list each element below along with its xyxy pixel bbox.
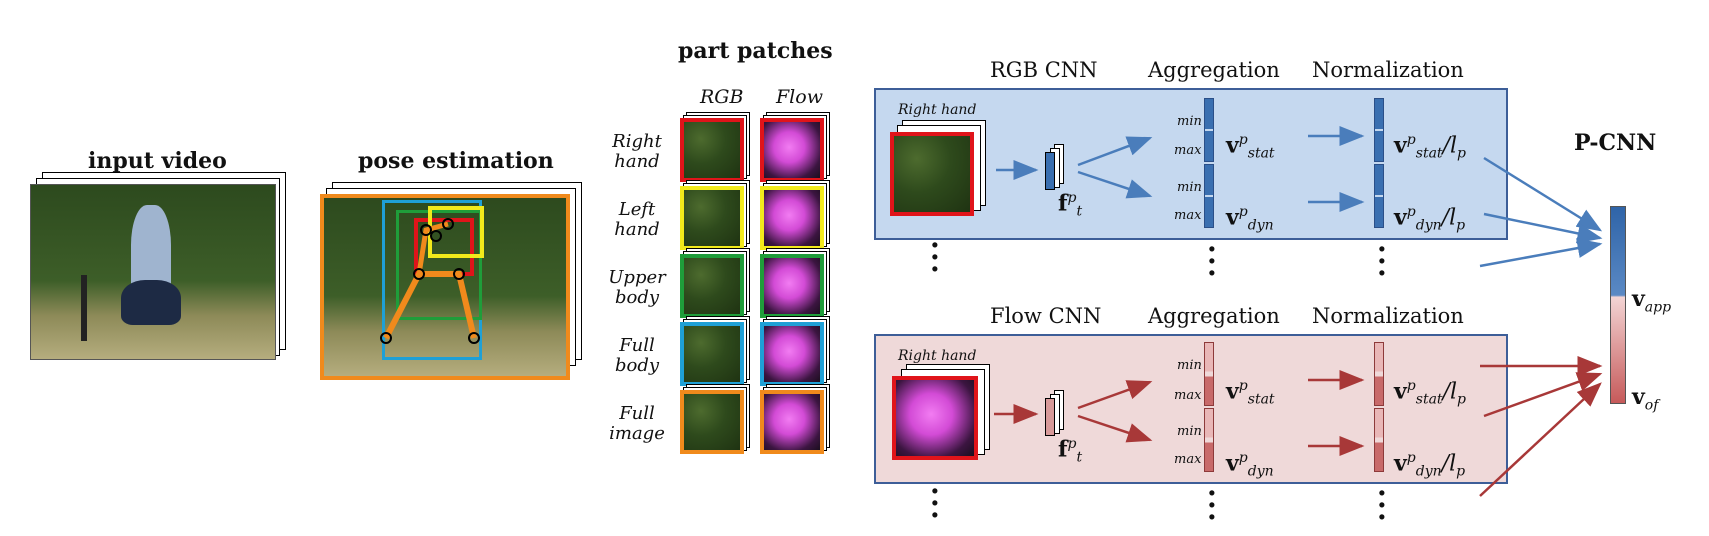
flow-aggregation-label: Aggregation [1148,304,1280,328]
col-rgb: RGB [700,86,744,108]
flow-v-stat: vpstat [1226,378,1275,408]
rgb-min-dyn: min [1177,180,1202,195]
arrow-rgb-dyn-out [1483,212,1603,244]
part-label-line2: body [614,287,660,308]
rgb-v-stat-norm: vpstat/lp [1394,132,1466,162]
pcnn-output-vector [1610,206,1626,404]
col-flow: Flow [776,86,823,108]
flow-normalization-label: Normalization [1312,304,1464,328]
part-label-line2: image [609,423,665,444]
part-patches-title: part patches [678,38,833,64]
arrow-flow-to-dyn [1077,414,1153,443]
flow-v-dyn: vpdyn [1226,450,1274,480]
flow-stat-bar [1204,342,1214,406]
rgb-v-stat: vpstat [1226,132,1275,162]
rgb-dyn-norm-bar [1374,164,1384,228]
ellipsis-flow-agg: ... [1207,469,1217,526]
rgb-panel [874,88,1508,240]
part-label-line1: Full [619,335,655,356]
rgb-max-dyn: max [1174,208,1202,223]
video-frame [30,184,276,360]
arrow-rgb-more-out [1479,238,1603,268]
ellipsis-rgb-input: ... [930,221,940,278]
flow-min-dyn: min [1177,424,1202,439]
arrow-rgb-to-stat [1077,136,1153,167]
skeleton [380,218,480,344]
rgb-input-patch [890,132,974,216]
rgb-patch [680,118,744,182]
part-label-line2: body [614,355,660,376]
part-label-line2: hand [614,219,660,240]
rgb-min-stat: min [1177,114,1202,129]
rgb-patch [680,390,744,454]
flow-patch [760,390,824,454]
flow-patch [760,322,824,386]
v-of-label: vof [1632,384,1659,414]
ellipsis-flow-norm: ... [1377,469,1387,526]
flow-patch-label: Right hand [898,348,977,364]
part-label-line1: Upper [608,267,666,288]
arrow-flow-dyn-out [1483,372,1603,418]
rgb-aggregation-label: Aggregation [1148,58,1280,82]
flow-feature-map [1045,398,1055,436]
rgb-feature-map [1045,152,1055,190]
rgb-stat-bar [1204,98,1214,162]
rgb-stat-norm-bar [1374,98,1384,162]
pose-estimation-title: pose estimation [358,148,554,174]
tee-stand [81,275,87,341]
rgb-feature-label: fpt [1058,190,1083,220]
flow-feature-label: fpt [1058,436,1083,466]
flow-dyn-bar [1204,408,1214,472]
flow-cnn-label: Flow CNN [990,304,1102,328]
arrow-rgb-stat-out [1483,156,1603,232]
arrow-rgb-to-dyn [1077,170,1153,199]
flow-dyn-norm-bar [1374,408,1384,472]
rgb-patch-label: Right hand [898,102,977,118]
part-label-line1: Left [618,199,656,220]
part-label-line1: Right [612,131,662,152]
rgb-cnn-label: RGB CNN [990,58,1098,82]
flow-patch [760,254,824,318]
input-video-title: input video [88,148,227,174]
flow-min-stat: min [1177,358,1202,373]
flow-input-patch [892,376,978,460]
arrow-flow-to-stat [1077,380,1153,410]
v-app-label: vapp [1632,286,1672,316]
ellipsis-rgb-norm: ... [1377,225,1387,282]
ellipsis-rgb-agg: ... [1207,225,1217,282]
pose-frame [320,194,570,380]
flow-v-stat-norm: vpstat/lp [1394,378,1466,408]
rgb-patch [680,254,744,318]
rgb-v-dyn: vpdyn [1226,204,1274,234]
flow-stat-norm-bar [1374,342,1384,406]
rgb-normalization-label: Normalization [1312,58,1464,82]
flow-max-stat: max [1174,388,1202,403]
arrow-flow-more-out [1479,382,1602,497]
flow-patch [760,118,824,182]
upper-body-box [396,210,482,320]
rgb-max-stat: max [1174,143,1202,158]
pcnn-title: P-CNN [1574,130,1657,156]
rgb-dyn-bar [1204,164,1214,228]
flow-max-dyn: max [1174,452,1202,467]
part-label-line2: hand [614,151,660,172]
flow-v-dyn-norm: vpdyn/lp [1394,450,1466,480]
rgb-v-dyn-norm: vpdyn/lp [1394,204,1466,234]
part-label-line1: Full [619,403,655,424]
ellipsis-flow-input: ... [930,467,940,524]
